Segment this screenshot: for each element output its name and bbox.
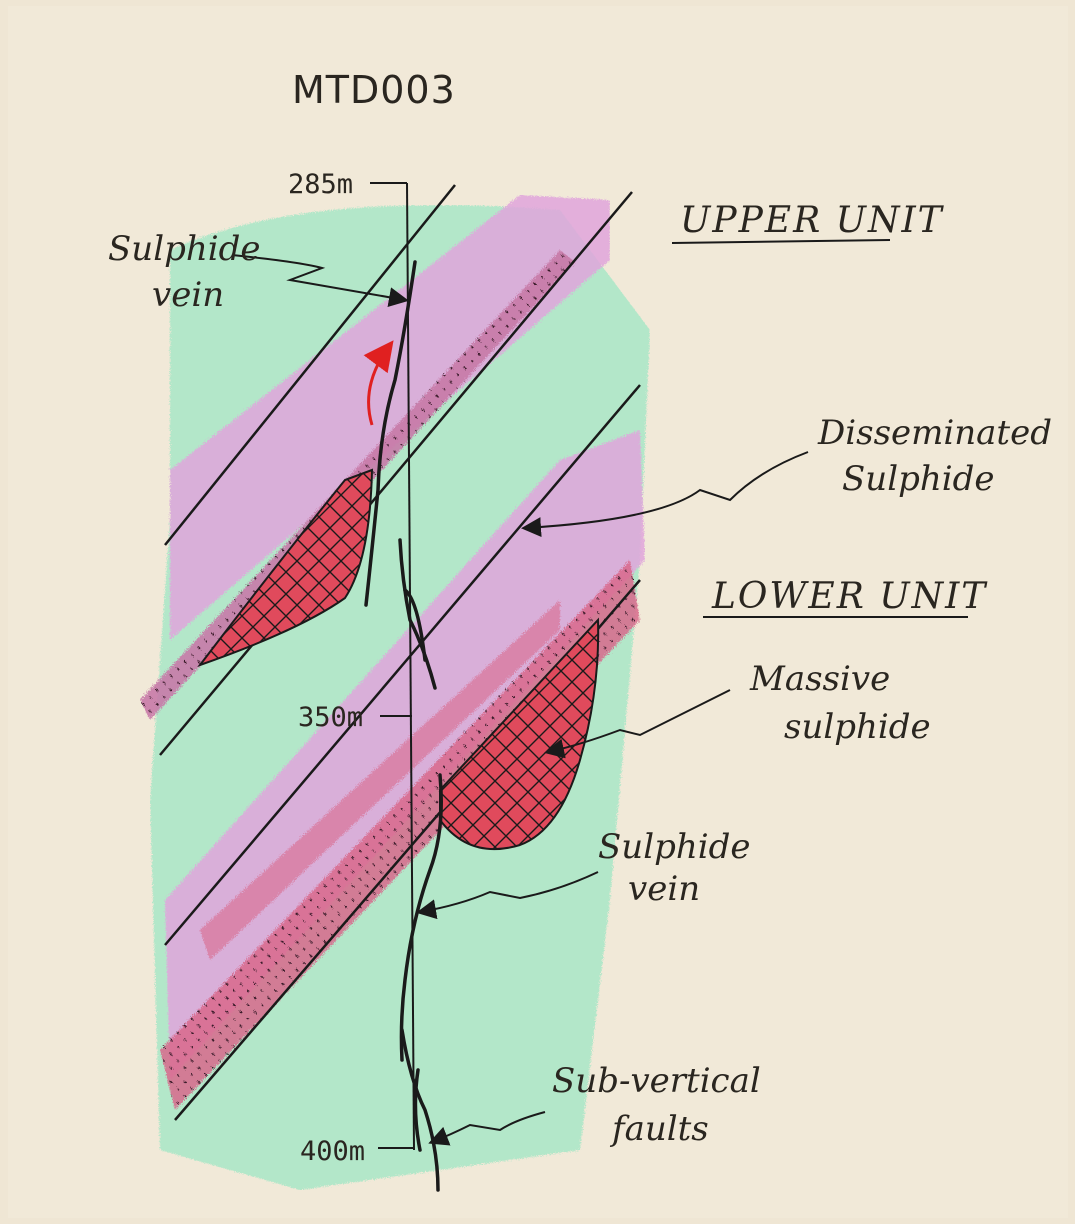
label-sulphide-vein-upper-1: Sulphide	[108, 229, 261, 269]
lower-unit-label: LOWER UNIT	[711, 576, 988, 617]
label-massive-2: sulphide	[784, 707, 931, 747]
depth-label-middle: 350m	[298, 702, 363, 733]
depth-label-top: 285m	[288, 169, 353, 200]
upper-unit-label: UPPER UNIT	[680, 200, 945, 241]
diagram-title: MTD003	[292, 68, 456, 112]
label-disseminated-1: Disseminated	[817, 413, 1052, 453]
label-sulphide-vein-lower-2: vein	[628, 869, 700, 909]
label-faults-1: Sub-vertical	[552, 1061, 761, 1101]
label-disseminated-2: Sulphide	[842, 459, 995, 499]
label-faults-2: faults	[609, 1109, 709, 1149]
label-sulphide-vein-lower-1: Sulphide	[598, 827, 751, 867]
label-massive-1: Massive	[749, 659, 890, 699]
label-sulphide-vein-upper-2: vein	[152, 275, 224, 315]
depth-label-bottom: 400m	[300, 1136, 365, 1167]
